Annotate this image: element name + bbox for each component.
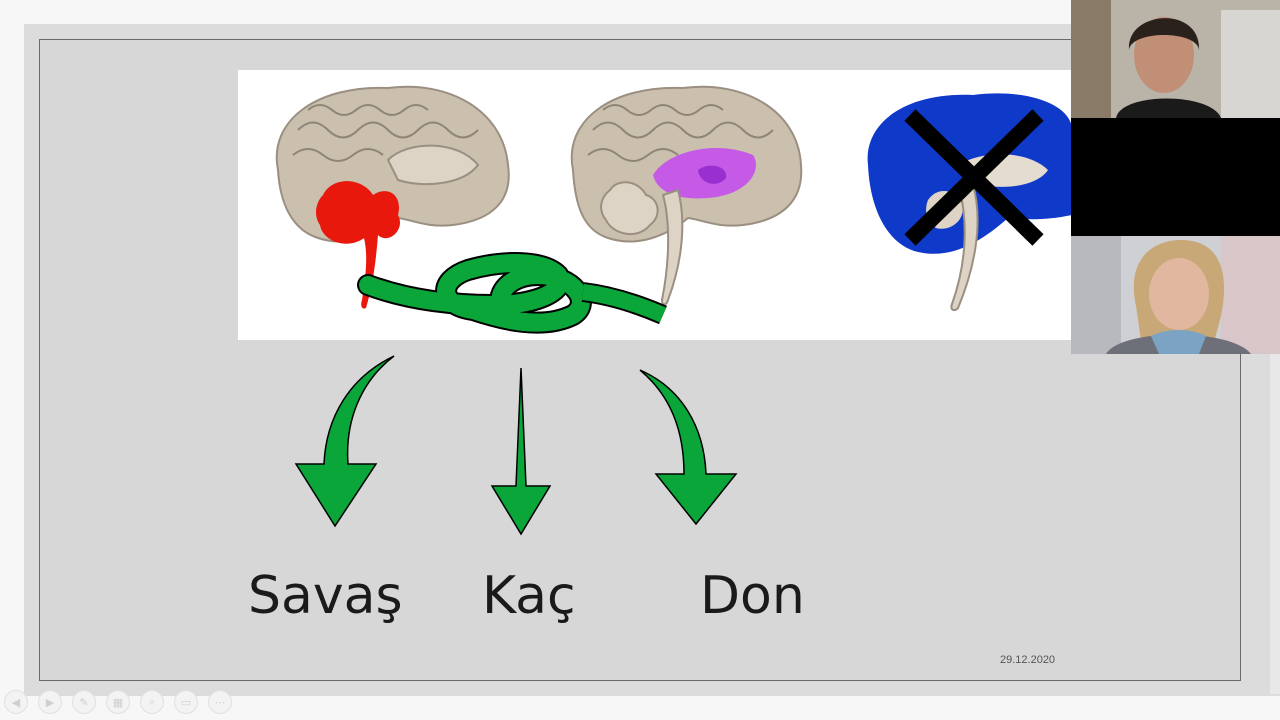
brain-neocortex <box>868 93 1072 310</box>
participant-video <box>1071 236 1280 354</box>
arrow-down-right-icon <box>636 366 742 528</box>
slides-overview-icon[interactable]: ▦ <box>106 690 130 714</box>
next-slide-icon[interactable]: ▶ <box>38 690 62 714</box>
side-panel-edge <box>1270 354 1280 694</box>
video-tile-participant-1[interactable] <box>1071 0 1280 236</box>
previous-slide-icon[interactable]: ◀ <box>4 690 28 714</box>
arrow-down-left-icon <box>290 352 400 532</box>
brain-limbic <box>572 87 802 305</box>
video-tile-participant-2[interactable] <box>1071 236 1280 354</box>
label-freeze: Don <box>700 566 805 626</box>
zoom-icon[interactable]: ⌕ <box>140 690 164 714</box>
participant-video <box>1071 0 1280 236</box>
label-flight: Kaç <box>482 566 576 626</box>
more-options-icon[interactable]: ⋯ <box>208 690 232 714</box>
brain-illustration-panel <box>238 70 1072 340</box>
knot-icon <box>368 263 663 323</box>
label-fight: Savaş <box>248 566 403 626</box>
slide-date: 29.12.2020 <box>1000 654 1055 666</box>
brain-illustration <box>238 70 1072 340</box>
presentation-toolbar: ◀ ▶ ✎ ▦ ⌕ ▭ ⋯ <box>4 690 232 714</box>
subtitles-icon[interactable]: ▭ <box>174 690 198 714</box>
arrow-down-center-icon <box>488 366 554 538</box>
pen-icon[interactable]: ✎ <box>72 690 96 714</box>
